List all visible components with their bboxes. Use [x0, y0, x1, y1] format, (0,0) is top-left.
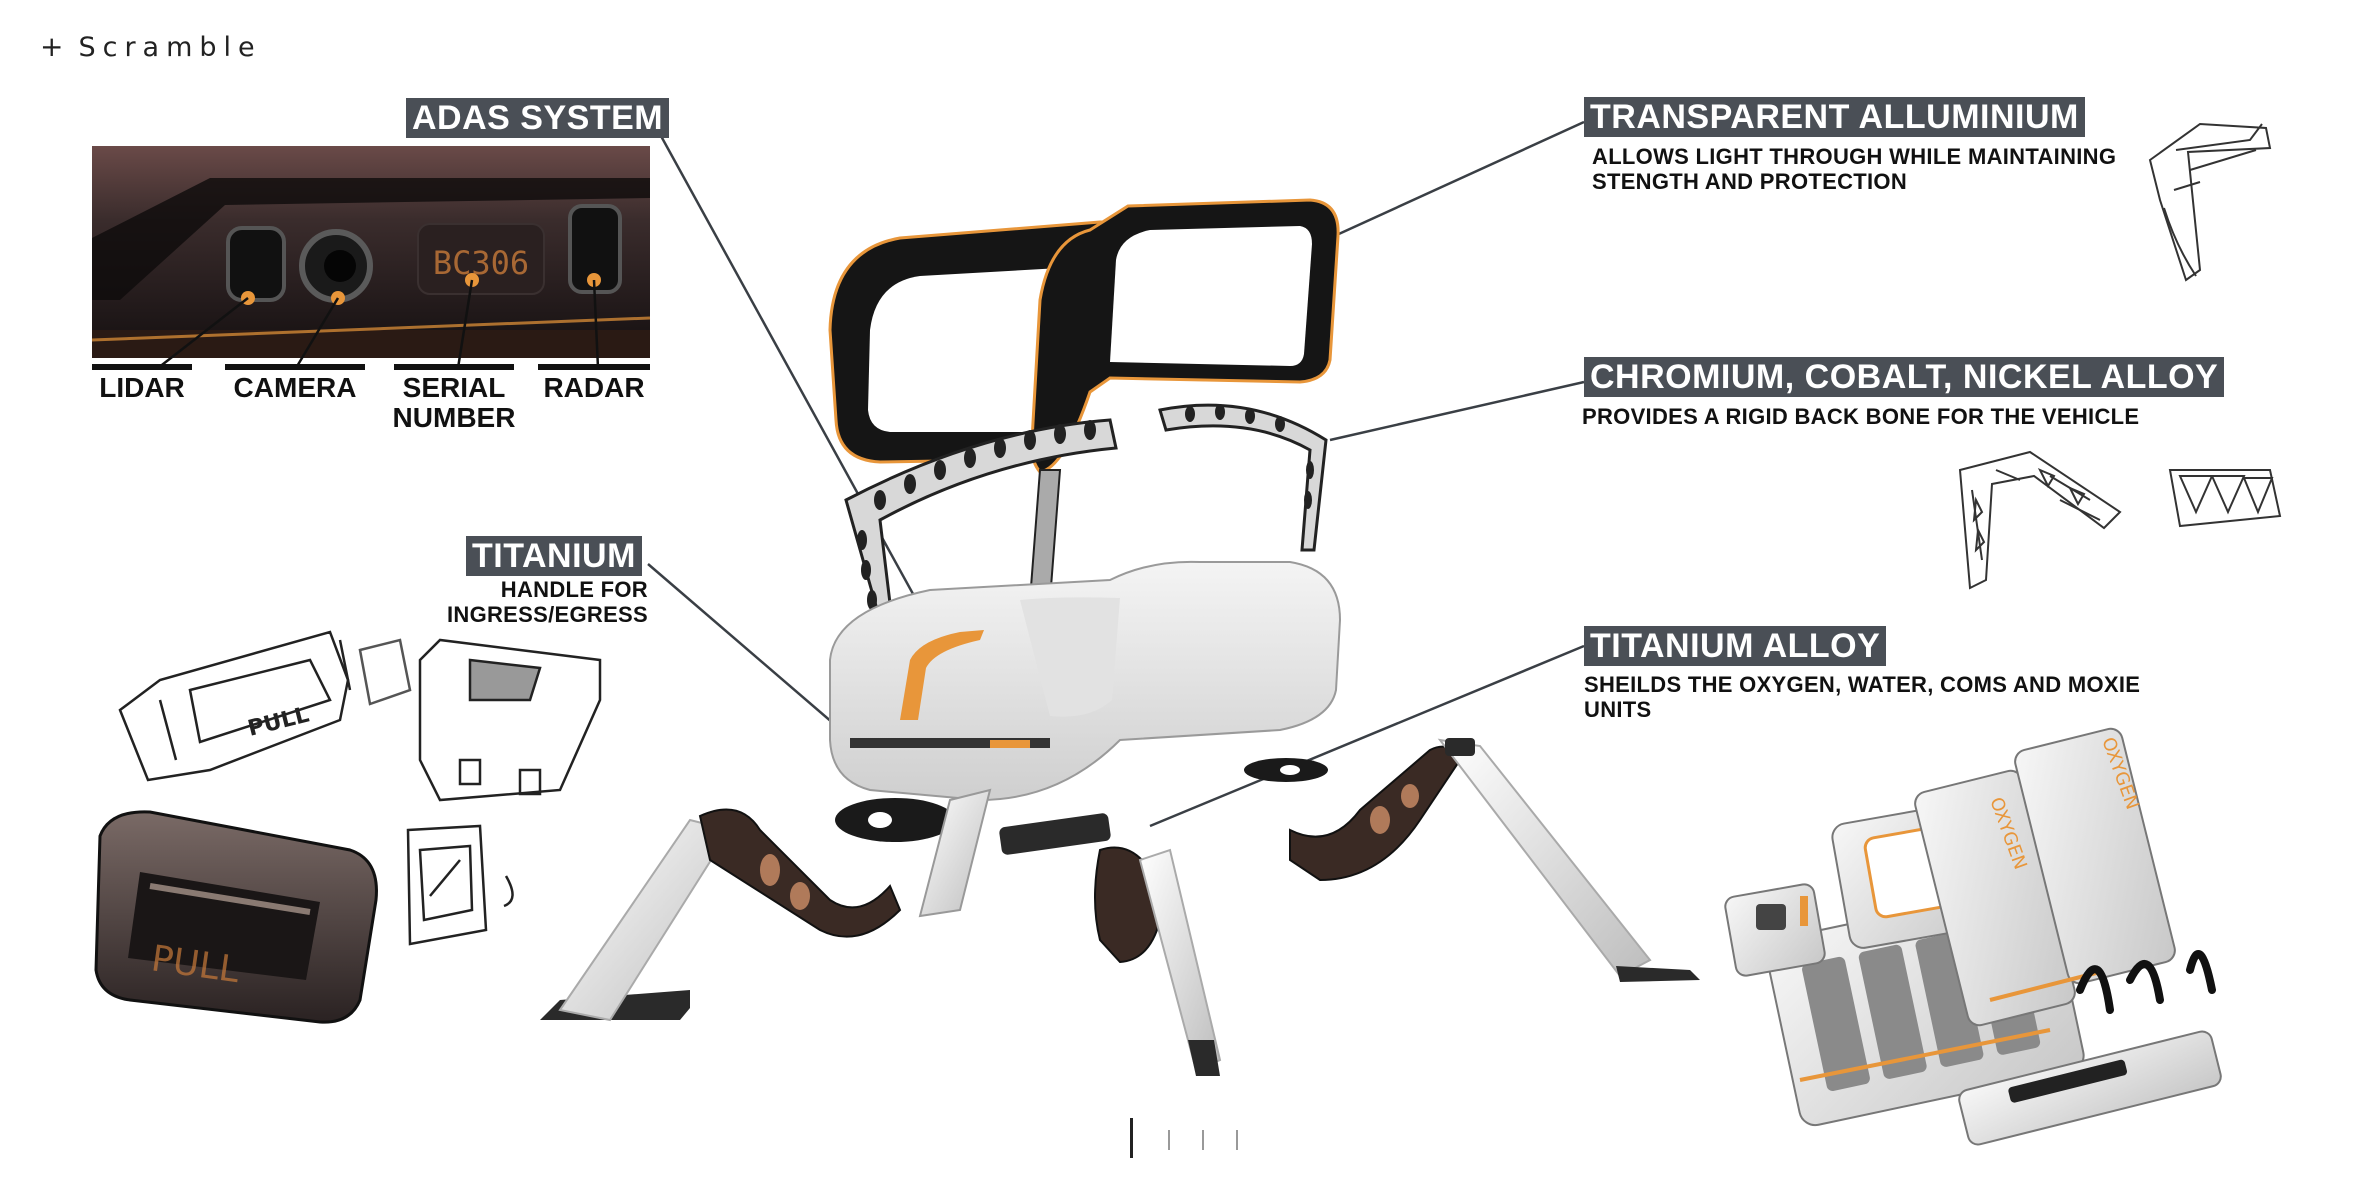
- serial-code: BC306: [433, 244, 529, 282]
- adas-sensor-inset: BC306: [91, 146, 651, 369]
- body-accent-stripe: [900, 630, 984, 720]
- backbone-arch-left: [844, 418, 1118, 622]
- vehicle-exploded-view: [540, 198, 1700, 1076]
- camera-bar: [225, 364, 365, 370]
- serial-plate: [417, 223, 545, 295]
- lidar-bar: [92, 364, 192, 370]
- module-stack: OXYGEN OXYGEN: [1724, 727, 2222, 1146]
- transparent-aluminium-tag: TRANSPARENT ALLUMINIUM: [1584, 97, 2085, 137]
- radar-label: RADAR: [543, 372, 645, 403]
- callout-leaders: [647, 115, 1585, 828]
- plus-icon: +: [40, 30, 71, 63]
- transparent-aluminium-desc: ALLOWS LIGHT THROUGH WHILE MAINTAINING S…: [1592, 144, 2117, 194]
- frame-sketch: [2148, 122, 2272, 282]
- serial-bar: [394, 364, 514, 370]
- titanium-desc: HANDLE FOR INGRESS/EGRESS: [446, 577, 648, 627]
- page-indicator-2[interactable]: [1168, 1130, 1170, 1150]
- page-indicator-4[interactable]: [1236, 1130, 1238, 1150]
- lidar-sensor: [226, 226, 286, 302]
- serial-label: SERIAL NUMBER: [384, 373, 524, 433]
- handle-sketch: [118, 630, 602, 946]
- mount-plate-left: [835, 798, 955, 842]
- serial-label-line2: NUMBER: [392, 402, 516, 433]
- alloy-tag: CHROMIUM, COBALT, NICKEL ALLOY: [1584, 357, 2225, 397]
- radar-bar: [538, 364, 650, 370]
- page-indicator-1[interactable]: [1130, 1118, 1133, 1158]
- titanium-tag: TITANIUM: [466, 536, 642, 576]
- vehicle-legs: [540, 738, 1700, 1076]
- adas-system-tag: ADAS SYSTEM: [406, 98, 670, 138]
- alloy-desc: PROVIDES A RIGID BACK BONE FOR THE VEHIC…: [1582, 404, 2140, 429]
- brand-logo: +Scramble: [40, 30, 262, 63]
- backbone-sketch: [1958, 450, 2282, 590]
- serial-label-line1: SERIAL: [402, 372, 506, 403]
- brand-name: Scramble: [78, 32, 262, 63]
- titanium-alloy-desc: SHEILDS THE OXYGEN, WATER, COMS AND MOXI…: [1584, 672, 2141, 722]
- camera-label: CAMERA: [233, 372, 357, 403]
- backbone-arch-right: [1158, 403, 1328, 552]
- titanium-alloy-tag: TITANIUM ALLOY: [1584, 626, 1887, 666]
- handle-render: [94, 810, 378, 1024]
- page-indicator-3[interactable]: [1202, 1130, 1204, 1150]
- lidar-label: LIDAR: [99, 372, 185, 403]
